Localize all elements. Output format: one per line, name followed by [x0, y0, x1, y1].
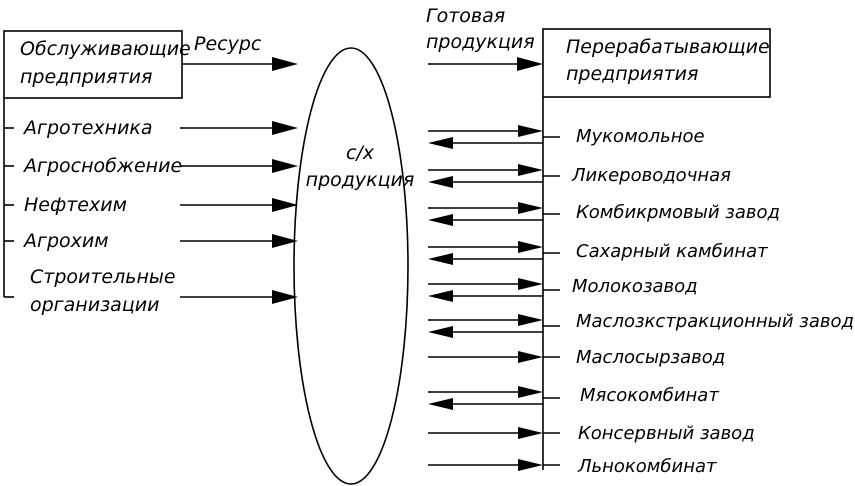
processor-item-likerovodochnaya: Ликероводочная	[428, 164, 731, 188]
processor-item-label: Маслосырзавод	[576, 347, 725, 368]
supplier-item-stroitelnye: Строительные организации	[4, 266, 298, 316]
supplier-box: Обслуживающие предприятия	[3, 30, 191, 99]
processor-item-label: Консервный завод	[578, 423, 755, 444]
processor-item-konservnyi: Консервный завод	[428, 423, 755, 444]
supplier-item-label: Агротехника	[22, 117, 153, 139]
processor-item-sakharnyi: Сахарный камбинат	[428, 241, 768, 265]
supplier-item-agrokhim: Агрохим	[4, 230, 298, 252]
processor-item-label: Мясокомбинат	[580, 385, 719, 406]
processor-item-maslosyrzavod: Маслосырзавод	[428, 347, 725, 368]
svg-text:предприятия: предприятия	[20, 66, 152, 88]
resource-arrow	[182, 57, 298, 71]
supplier-box-title-line-2: предприятия	[20, 66, 152, 88]
supplier-item-neftekhim: Нефтехим	[4, 194, 298, 216]
agri-produce-ellipse: с/х продукция	[293, 47, 415, 485]
supplier-item-label: Агрохим	[22, 230, 109, 252]
processor-item-label: Мукомольное	[576, 126, 705, 147]
processor-item-label: Сахарный камбинат	[576, 241, 768, 262]
center-label-line-2: продукция	[306, 169, 415, 191]
supplier-item-label: Агроснобжение	[22, 155, 182, 177]
supplier-box-title-line-1: Обслуживающие	[20, 38, 191, 60]
processor-item-label: Льнокомбинат	[577, 456, 717, 477]
processor-item-label: Молокозавод	[572, 276, 698, 297]
processor-box-title-line-2: предприятия	[566, 63, 698, 85]
processor-item-myasokombinat: Мясокомбинат	[428, 385, 719, 410]
finished-product-label-line-1: Готовая	[426, 5, 505, 27]
processor-item-label: Маслозкстракционный завод	[576, 311, 854, 332]
supplier-item-label-line-2: организации	[30, 294, 159, 316]
svg-text:Обслуживающие: Обслуживающие	[20, 38, 191, 60]
supplier-item-agrosnabzhenie: Агроснобжение	[4, 155, 298, 177]
processor-item-kombikormovyi: Комбикрмовый завод	[428, 202, 780, 226]
processor-item-maslozkstrakcionnyi: Маслозкстракционный завод	[428, 311, 854, 338]
processor-item-label: Комбикрмовый завод	[576, 202, 780, 223]
processor-box: Перерабатывающие предприятия	[542, 28, 771, 98]
supplier-item-label: Нефтехим	[24, 194, 127, 216]
processor-item-molokozavod: Молокозавод	[428, 276, 698, 302]
supplier-item-label-line-1: Строительные	[30, 266, 176, 288]
processor-item-label: Ликероводочная	[571, 165, 731, 186]
supplier-item-agrotekhnika: Агротехника	[4, 117, 298, 139]
processor-item-lnokombinat: Льнокомбинат	[428, 456, 717, 477]
processor-item-mukomolnoe: Мукомольное	[428, 125, 705, 149]
finished-product-arrow	[428, 57, 543, 71]
center-label-line-1: с/х	[346, 142, 375, 164]
processor-box-title-line-1: Перерабатывающие	[566, 36, 770, 58]
resource-label: Ресурс	[194, 33, 262, 55]
finished-product-label-line-2: продукция	[426, 31, 535, 53]
